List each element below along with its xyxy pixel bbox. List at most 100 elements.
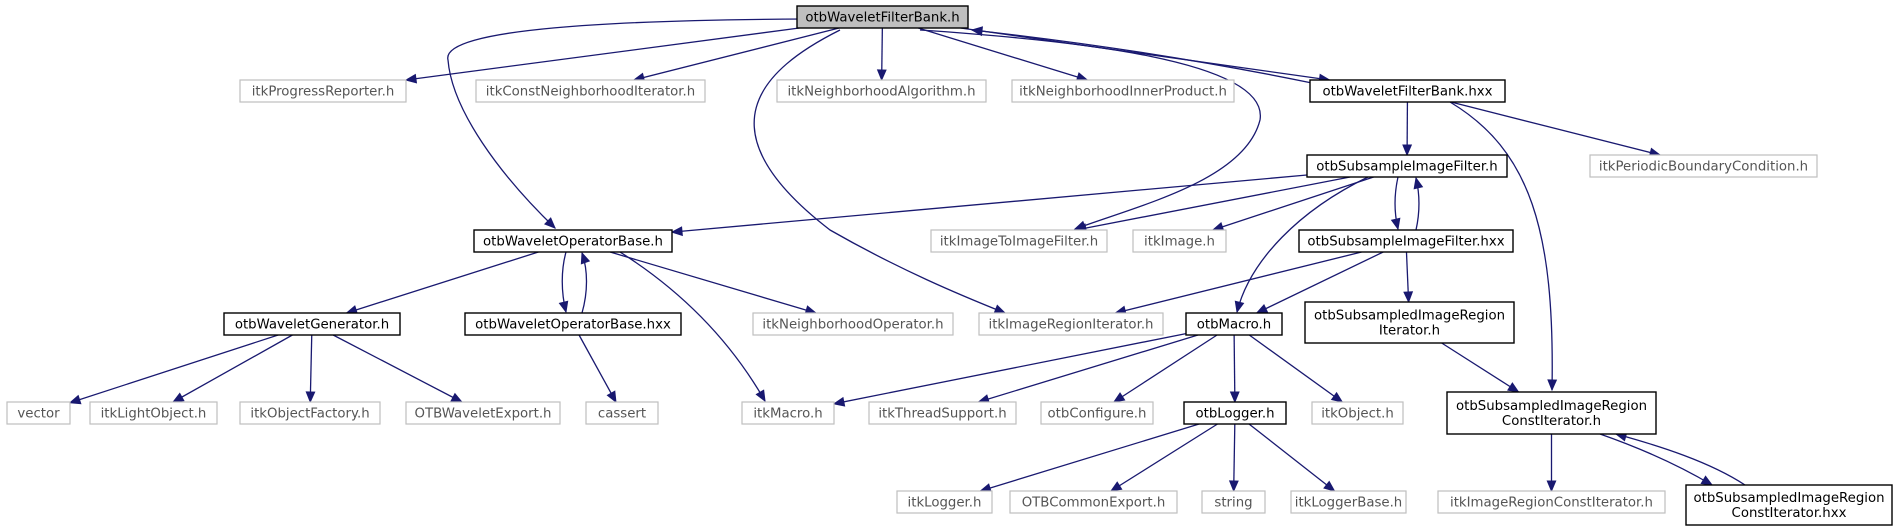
- node-label: Iterator.h: [1379, 324, 1440, 339]
- edge-root-to-regiter-arrowhead: [993, 304, 1007, 314]
- node-box: [89, 401, 218, 425]
- node-opbasehxx[interactable]: otbWaveletOperatorBase.hxx: [464, 312, 682, 336]
- edge-opbase-to-nbhop: [609, 251, 817, 314]
- node-label: itkObjectFactory.h: [250, 407, 369, 422]
- node-label: string: [1214, 496, 1252, 511]
- edge-wgen-to-lightobj-arrowhead: [171, 392, 185, 403]
- node-label: otbWaveletFilterBank.hxx: [1322, 85, 1492, 100]
- edge-subsample-to-imgtoimg: [1075, 176, 1351, 231]
- node-box: [1009, 490, 1178, 514]
- node-box: [223, 312, 401, 336]
- node-label: itkImageToImageFilter.h: [940, 235, 1098, 250]
- edge-macro-to-logger-arrowhead: [1229, 391, 1240, 404]
- node-label: otbWaveletGenerator.h: [235, 318, 389, 333]
- node-box: [239, 79, 407, 103]
- node-label: otbWaveletOperatorBase.h: [483, 235, 663, 250]
- node-box: [1311, 401, 1404, 425]
- node-opbase[interactable]: otbWaveletOperatorBase.h: [473, 229, 673, 253]
- node-box: [868, 401, 1017, 425]
- node-box: [1306, 154, 1508, 178]
- node-fbhxx[interactable]: otbWaveletFilterBank.hxx: [1309, 79, 1506, 103]
- node-label: otbSubsampledImageRegion: [1693, 491, 1884, 506]
- edge-macro-to-itkobject-arrowhead: [1330, 391, 1344, 403]
- node-box: [239, 401, 381, 425]
- node-otbconfig: otbConfigure.h: [1040, 401, 1154, 425]
- node-label: otbLogger.h: [1195, 407, 1274, 422]
- node-constnbh: itkConstNeighborhoodIterator.h: [475, 79, 706, 103]
- edge-fbhxx-to-root-arrowhead: [970, 26, 983, 37]
- node-logger[interactable]: otbLogger.h: [1183, 401, 1287, 425]
- node-label: ConstIterator.hxx: [1732, 506, 1847, 521]
- edge-subsample-to-macro: [1236, 176, 1369, 313]
- edge-subregiter-to-subregconst: [1441, 342, 1519, 393]
- node-itkobject: itkObject.h: [1311, 401, 1404, 425]
- edge-subhxx-to-regiter: [1115, 251, 1362, 314]
- node-nbhop: itkNeighborhoodOperator.h: [752, 312, 954, 336]
- node-label: OTBWaveletExport.h: [414, 407, 551, 422]
- edge-fbhxx-to-subregconst: [1449, 101, 1553, 391]
- node-box: [1446, 391, 1657, 435]
- node-root[interactable]: otbWaveletFilterBank.h: [796, 5, 969, 29]
- edge-logger-to-string-arrowhead: [1228, 480, 1239, 493]
- edge-logger-to-string: [1233, 423, 1236, 492]
- edge-root-to-opbase-arrowhead: [544, 217, 556, 229]
- graph-edges: [68, 18, 1746, 493]
- edge-logger-to-commonexport-arrowhead: [1109, 481, 1123, 492]
- node-box: [1183, 401, 1287, 425]
- node-box: [1437, 490, 1666, 514]
- edge-fbhxx-to-subregconst-arrowhead: [1547, 379, 1558, 392]
- node-periodic: itkPeriodicBoundaryCondition.h: [1589, 154, 1818, 178]
- node-box: [475, 79, 706, 103]
- node-macro[interactable]: otbMacro.h: [1185, 312, 1283, 336]
- node-box: [1185, 312, 1283, 336]
- node-box: [1589, 154, 1818, 178]
- edge-macro-to-itkobject: [1248, 334, 1343, 403]
- edge-wgen-to-lightobj: [172, 334, 293, 403]
- node-subsample[interactable]: otbSubsampleImageFilter.h: [1306, 154, 1508, 178]
- node-label: otbSubsampleImageFilter.hxx: [1307, 235, 1504, 250]
- edge-opbase-to-opbasehxx-arrowhead: [558, 300, 569, 314]
- node-regiter: itkImageRegionIterator.h: [978, 312, 1164, 336]
- edge-subsample-to-macro-arrowhead: [1234, 300, 1245, 314]
- edge-fbhxx-to-root: [971, 29, 1313, 84]
- edge-root-to-fbhxx: [960, 27, 1330, 81]
- edge-subsample-to-opbase: [671, 174, 1308, 233]
- node-box: [1309, 79, 1506, 103]
- edge-root-to-nbhalgo-arrowhead: [876, 69, 887, 82]
- edge-macro-to-thread: [978, 334, 1199, 403]
- node-label: otbWaveletFilterBank.h: [805, 11, 959, 26]
- edge-opbasehxx-to-opbase-arrowhead: [580, 251, 591, 265]
- node-wgen[interactable]: otbWaveletGenerator.h: [223, 312, 401, 336]
- node-box: [1304, 301, 1515, 344]
- node-box: [1040, 401, 1154, 425]
- edge-logger-to-loggerbase-arrowhead: [1323, 480, 1336, 492]
- node-label: otbConfigure.h: [1048, 407, 1147, 422]
- edge-logger-to-commonexport: [1110, 423, 1218, 492]
- node-box: [1685, 484, 1893, 526]
- edge-wgen-to-wexport-arrowhead: [450, 392, 464, 403]
- node-box: [978, 312, 1164, 336]
- edge-wgen-to-objfactory-arrowhead: [305, 391, 316, 404]
- node-label: itkMacro.h: [753, 407, 822, 422]
- node-label: itkPeriodicBoundaryCondition.h: [1599, 160, 1808, 175]
- node-label: itkNeighborhoodAlgorithm.h: [787, 85, 975, 100]
- node-box: [741, 401, 835, 425]
- edge-macro-to-itkmacro: [833, 332, 1187, 405]
- node-subregconsthxx[interactable]: otbSubsampledImageRegionConstIterator.hx…: [1685, 484, 1893, 526]
- node-box: [1011, 79, 1235, 103]
- edge-opbasehxx-to-cassert: [578, 334, 617, 403]
- edge-wgen-to-vector: [69, 334, 279, 404]
- edge-opbase-to-itkmacro-arrowhead: [755, 389, 766, 403]
- edge-subregconst-to-regconstiter-arrowhead: [1546, 480, 1557, 493]
- graph-nodes: otbWaveletFilterBank.hitkProgressReporte…: [6, 5, 1893, 526]
- node-label: itkImage.h: [1144, 235, 1215, 250]
- node-label: itkNeighborhoodOperator.h: [762, 318, 943, 333]
- node-label: itkLoggerBase.h: [1295, 496, 1402, 511]
- node-box: [796, 5, 969, 29]
- node-subhxx[interactable]: otbSubsampleImageFilter.hxx: [1298, 229, 1514, 253]
- node-box: [896, 490, 993, 514]
- edge-macro-to-otbconfig: [1113, 334, 1218, 403]
